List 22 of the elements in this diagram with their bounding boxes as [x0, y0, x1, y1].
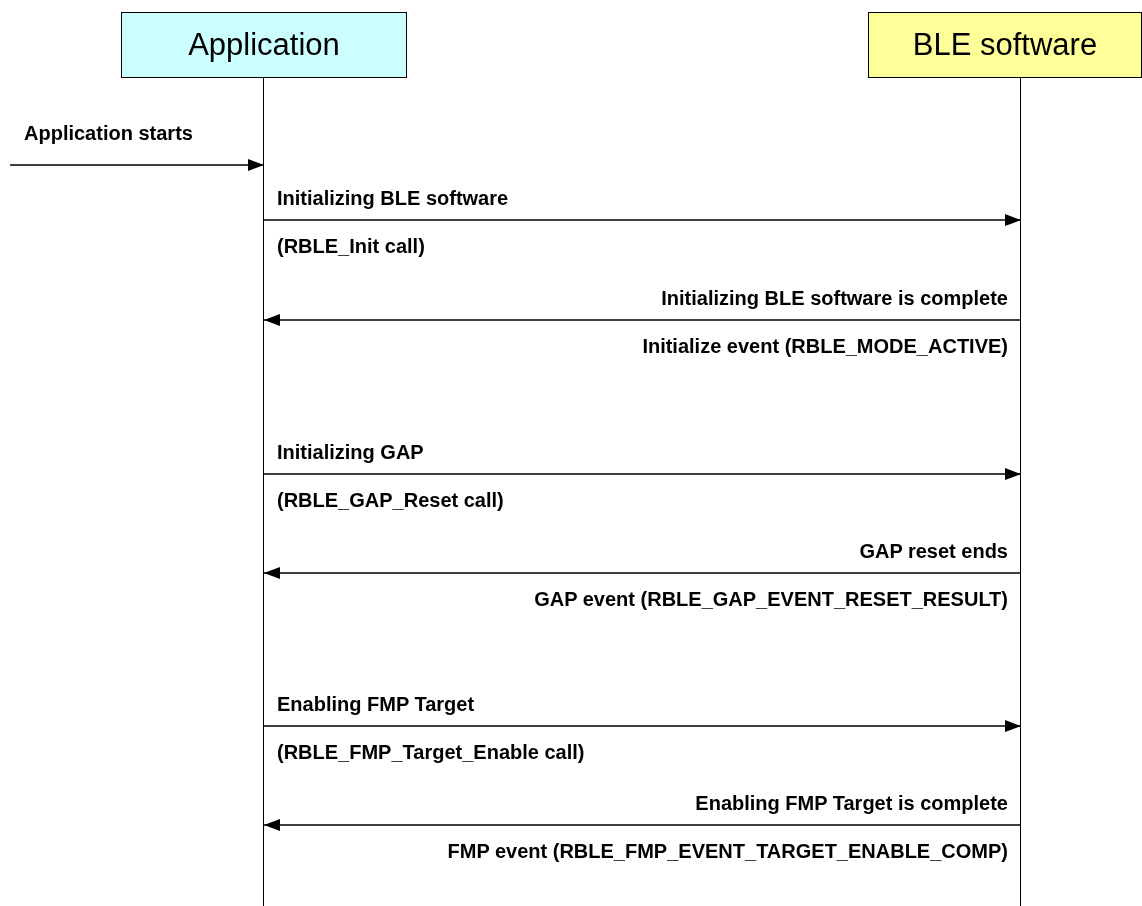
- message-note: (RBLE_GAP_Reset call): [277, 488, 504, 512]
- message-arrow: [263, 214, 1022, 226]
- participant-box: BLE software: [868, 12, 1142, 78]
- message-label: Initializing GAP: [277, 440, 424, 464]
- message-arrow: [9, 159, 265, 171]
- message-arrow: [263, 468, 1022, 480]
- message-label: GAP reset ends: [859, 539, 1008, 563]
- message-note: FMP event (RBLE_FMP_EVENT_TARGET_ENABLE_COMP): [447, 839, 1008, 863]
- message-arrow: [263, 819, 1022, 831]
- participant-box: Application: [121, 12, 407, 78]
- message-label: Application starts: [24, 121, 193, 145]
- message-label: Initializing BLE software is complete: [661, 286, 1008, 310]
- message-label: Initializing BLE software: [277, 186, 509, 210]
- message-note: (RBLE_FMP_Target_Enable call): [277, 740, 585, 764]
- message-note: (RBLE_Init call): [277, 234, 425, 258]
- message-label: Enabling FMP Target is complete: [695, 791, 1008, 815]
- message-arrow: [263, 567, 1022, 579]
- message-note: Initialize event (RBLE_MODE_ACTIVE): [642, 334, 1008, 358]
- message-arrow: [263, 314, 1022, 326]
- message-note: GAP event (RBLE_GAP_EVENT_RESET_RESULT): [534, 587, 1008, 611]
- message-arrow: [263, 720, 1022, 732]
- message-label: Enabling FMP Target: [277, 692, 475, 716]
